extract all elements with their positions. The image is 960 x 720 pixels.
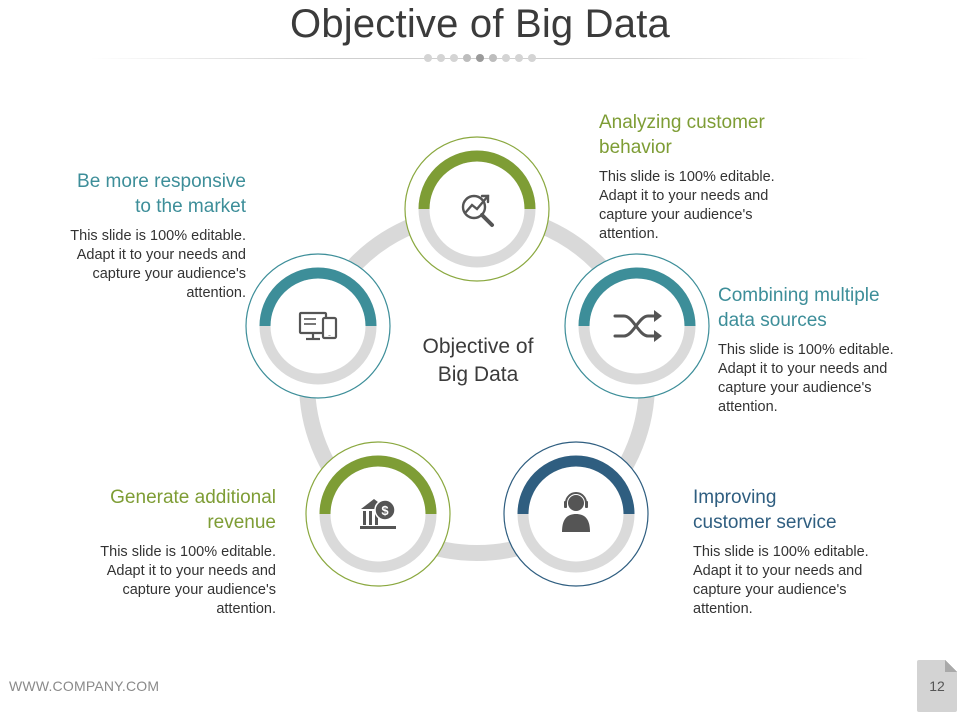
node-responsive[interactable] (245, 253, 391, 399)
shuffle-icon (613, 310, 662, 342)
node-improving[interactable] (503, 441, 649, 587)
center-label-line1: Objective of (422, 335, 534, 358)
heading-generate: Generate additional revenue (46, 485, 276, 535)
heading-improving-line2: customer service (693, 512, 837, 533)
node-combining[interactable] (564, 253, 710, 399)
heading-generate-line2: revenue (207, 512, 276, 533)
heading-responsive-line2: to the market (135, 196, 246, 217)
heading-responsive-line1: Be more responsive (77, 171, 246, 192)
footer-website[interactable]: WWW.COMPANY.COM (9, 678, 160, 694)
heading-responsive: Be more responsive to the market (16, 169, 246, 219)
page-number-badge: 12 (917, 660, 957, 712)
heading-combining: Combining multiple data sources (718, 283, 938, 333)
text-block-analyzing: Analyzing customer behavior This slide i… (599, 110, 819, 244)
text-block-generate: Generate additional revenue This slide i… (46, 485, 276, 619)
support-agent-icon (562, 492, 590, 532)
heading-combining-line2: data sources (718, 310, 827, 331)
body-improving: This slide is 100% editable. Adapt it to… (693, 544, 869, 617)
text-block-combining: Combining multiple data sources This sli… (718, 283, 938, 417)
heading-analyzing-line1: Analyzing customer (599, 112, 765, 133)
body-analyzing: This slide is 100% editable. Adapt it to… (599, 169, 775, 242)
text-block-responsive: Be more responsive to the market This sl… (16, 169, 246, 303)
body-responsive: This slide is 100% editable. Adapt it to… (70, 228, 246, 301)
heading-improving-line1: Improving (693, 487, 777, 508)
title-dots-ornament (0, 54, 960, 62)
page-number: 12 (929, 678, 945, 694)
heading-generate-line1: Generate additional (110, 487, 276, 508)
page-fold-icon (945, 660, 957, 672)
center-label-line2: Big Data (437, 363, 519, 386)
heading-analyzing: Analyzing customer behavior (599, 110, 819, 160)
heading-combining-line1: Combining multiple (718, 285, 880, 306)
body-generate: This slide is 100% editable. Adapt it to… (100, 544, 276, 617)
center-label: Objective of Big Data (398, 333, 558, 389)
page-title: Objective of Big Data (290, 2, 670, 46)
node-analyzing[interactable] (404, 136, 550, 282)
devices-icon (298, 311, 338, 341)
body-combining: This slide is 100% editable. Adapt it to… (718, 342, 894, 415)
svg-text:$: $ (381, 503, 389, 518)
analytics-magnifier-icon (461, 194, 494, 227)
bank-dollar-icon: $ (360, 499, 396, 529)
text-block-improving: Improving customer service This slide is… (693, 485, 923, 619)
heading-improving: Improving customer service (693, 485, 923, 535)
heading-analyzing-line2: behavior (599, 137, 672, 158)
node-generate[interactable]: $ (305, 441, 451, 587)
